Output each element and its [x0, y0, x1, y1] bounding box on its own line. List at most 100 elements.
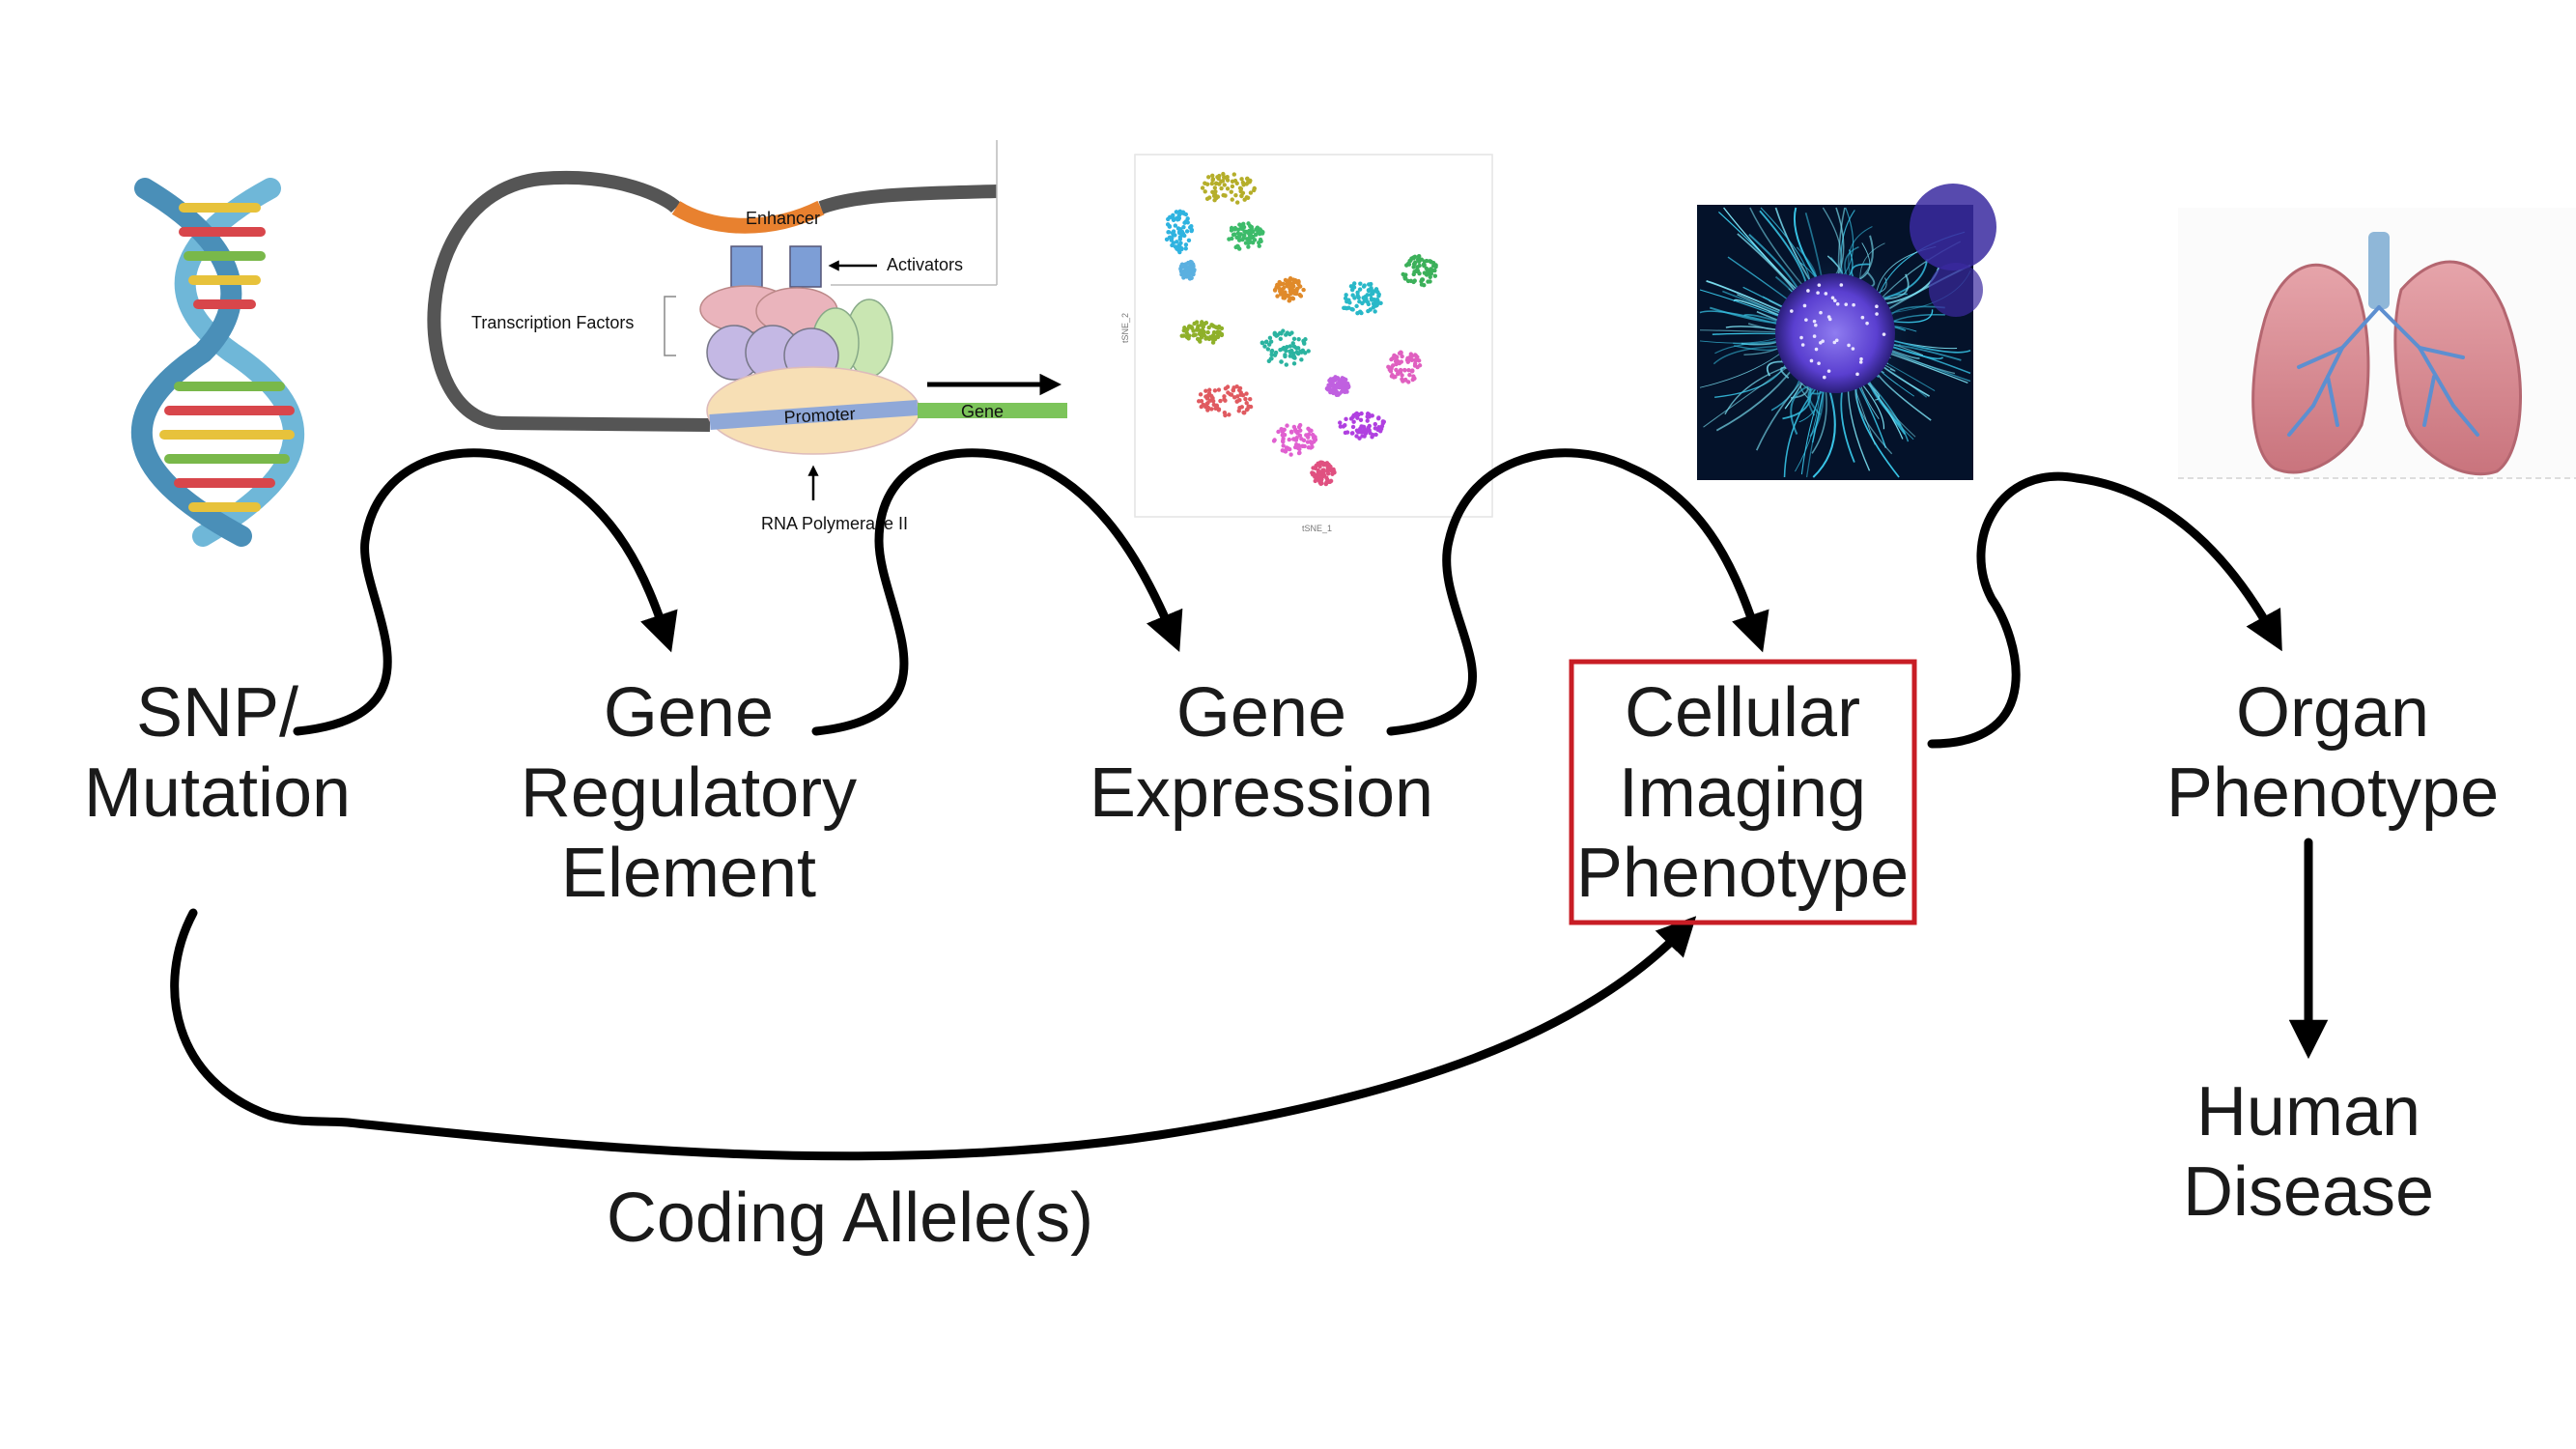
- tsne-point: [1289, 287, 1295, 293]
- tsne-point: [1291, 336, 1297, 342]
- nucleus-dot: [1816, 291, 1820, 295]
- tsne-point: [1182, 265, 1187, 270]
- tsne-point: [1281, 443, 1286, 448]
- tsne-point: [1338, 424, 1344, 429]
- tsne-point: [1175, 240, 1179, 244]
- tsne-point: [1432, 273, 1438, 278]
- tsne-point: [1239, 193, 1244, 198]
- tsne-point: [1362, 429, 1367, 435]
- tsne-point: [1268, 339, 1274, 344]
- promoter-label: Promoter: [783, 404, 856, 427]
- tsne-point: [1179, 333, 1184, 338]
- tsne-point: [1232, 227, 1237, 232]
- organ-label-line1: Organ: [2236, 674, 2429, 752]
- tsne-point: [1249, 226, 1254, 232]
- tsne-point: [1291, 361, 1297, 366]
- tsne-point: [1171, 241, 1176, 245]
- tsne-point: [1297, 446, 1302, 452]
- gre-label-line1: Gene: [604, 674, 774, 752]
- nucleus-dot: [1802, 303, 1807, 308]
- tsne-point: [1350, 414, 1355, 420]
- tsne-point: [1370, 435, 1374, 440]
- tsne-point: [1242, 411, 1247, 415]
- tsne-point: [1281, 289, 1286, 295]
- tsne-point: [1281, 428, 1286, 433]
- node-organ-phenotype[interactable]: Organ Phenotype: [2166, 674, 2499, 832]
- nucleus-dot: [1826, 369, 1831, 373]
- tsne-point: [1343, 296, 1348, 300]
- tsne-point: [1181, 327, 1186, 333]
- tsne-point: [1212, 185, 1218, 190]
- disease-label-line2: Disease: [2183, 1153, 2434, 1231]
- tsne-point: [1416, 257, 1421, 262]
- tsne-point: [1214, 181, 1219, 186]
- tsne-point: [1350, 293, 1355, 298]
- tsne-point: [1285, 279, 1290, 284]
- tsne-point: [1210, 340, 1216, 345]
- tsne-point: [1369, 281, 1373, 287]
- nucleus-dot: [1827, 317, 1832, 322]
- tsne-point: [1196, 324, 1201, 328]
- nucleus-dot: [1830, 296, 1835, 300]
- tsne-point: [1328, 377, 1333, 382]
- tsne-point: [1406, 368, 1411, 373]
- tsne-point: [1426, 279, 1430, 284]
- tsne-point: [1235, 244, 1240, 249]
- tsne-point: [1209, 407, 1214, 412]
- node-cellular-imaging-phenotype[interactable]: Cellular Imaging Phenotype: [1576, 674, 1909, 912]
- tsne-point: [1433, 263, 1438, 268]
- rna-polymerase-label: RNA Polymerase II: [761, 514, 908, 533]
- tsne-point: [1204, 196, 1210, 201]
- tsne-point: [1177, 211, 1183, 216]
- tsne-point: [1186, 238, 1192, 243]
- tsne-point: [1205, 408, 1210, 412]
- tsne-point: [1181, 224, 1186, 230]
- tsne-point: [1204, 335, 1209, 340]
- tsne-point: [1401, 271, 1405, 277]
- tsne-point: [1178, 245, 1183, 250]
- tsne-point: [1236, 234, 1242, 240]
- tsne-point: [1368, 292, 1373, 298]
- node-snp[interactable]: SNP/ Mutation: [84, 674, 351, 832]
- node-gene-expression[interactable]: Gene Expression: [1090, 674, 1433, 832]
- tsne-point: [1165, 222, 1171, 227]
- tsne-point: [1296, 282, 1301, 287]
- tsne-point: [1214, 403, 1219, 408]
- tsne-point: [1197, 338, 1202, 343]
- tsne-point: [1419, 282, 1425, 287]
- tsne-point: [1373, 421, 1378, 427]
- tsne-point: [1219, 331, 1225, 337]
- tsne-point: [1223, 193, 1228, 198]
- tsne-point: [1328, 464, 1333, 469]
- tsne-point-clusters: [1164, 171, 1438, 487]
- tsne-point: [1276, 429, 1281, 435]
- tsne-point: [1244, 400, 1249, 406]
- nucleus-dot: [1839, 283, 1844, 287]
- tsne-point: [1279, 359, 1284, 364]
- tsne-point: [1183, 270, 1188, 274]
- tsne-point: [1293, 442, 1299, 447]
- node-human-disease[interactable]: Human Disease: [2183, 1073, 2434, 1231]
- tsne-point: [1223, 175, 1229, 181]
- tsne-point: [1229, 392, 1234, 397]
- node-gene-regulatory-element[interactable]: Gene Regulatory Element: [521, 674, 857, 912]
- tsne-point: [1413, 357, 1418, 363]
- tsne-point: [1257, 243, 1261, 248]
- tsne-point: [1362, 434, 1367, 439]
- tsne-point: [1310, 470, 1315, 475]
- tsne-point: [1321, 461, 1327, 467]
- tsne-point: [1348, 284, 1354, 289]
- tsne-point: [1190, 266, 1196, 271]
- tsne-point: [1252, 187, 1257, 193]
- enhancer-label: Enhancer: [746, 209, 820, 228]
- tsne-point: [1366, 288, 1372, 294]
- tsne-point: [1201, 402, 1205, 408]
- tsne-scatter-plot: tSNE_1 tSNE_2: [1120, 154, 1493, 533]
- tsne-point: [1210, 178, 1215, 183]
- tsne-point: [1185, 333, 1190, 339]
- tsne-point: [1200, 185, 1205, 190]
- tsne-point: [1429, 267, 1433, 271]
- tsne-point: [1219, 185, 1224, 191]
- nucleus-dot: [1875, 304, 1879, 309]
